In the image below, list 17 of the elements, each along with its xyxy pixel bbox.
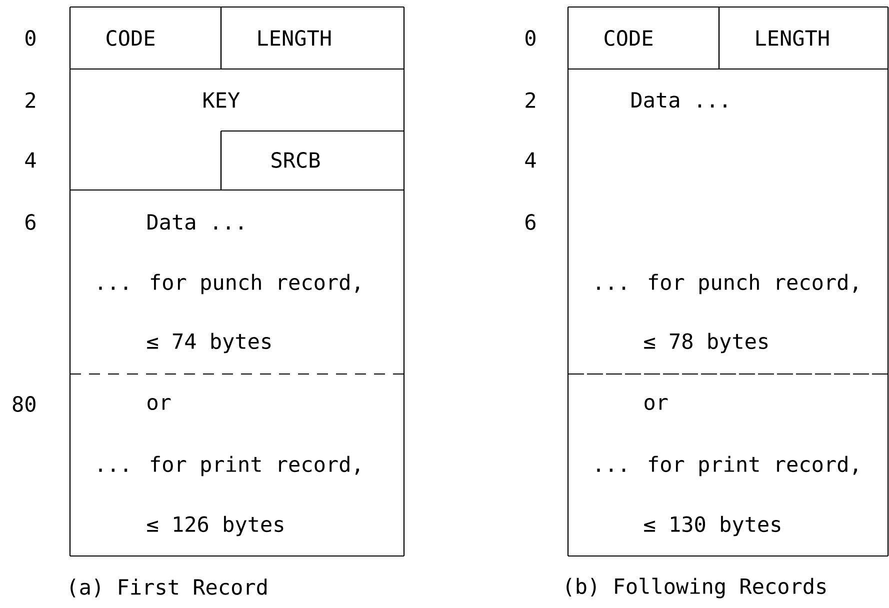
offset-number: 2 bbox=[526, 92, 536, 108]
offset-number: 80 bbox=[12, 396, 36, 412]
table-cell: or ... for print record, ≤ 130 bytes bbox=[567, 373, 889, 557]
offset-number: 4 bbox=[525, 152, 536, 168]
offset-number: 6 bbox=[26, 214, 36, 230]
offset-number: 2 bbox=[26, 92, 35, 108]
figure-caption: (b) Following Records bbox=[566, 578, 826, 598]
offset-number: 0 bbox=[26, 30, 36, 46]
offset-number: 6 bbox=[526, 214, 536, 230]
table-cell: CODE bbox=[69, 6, 222, 70]
table-cell: or ... for print record, ≤ 126 bytes bbox=[69, 373, 405, 557]
offset-number: 0 bbox=[526, 30, 536, 46]
figure-caption: (a) First Record bbox=[70, 578, 266, 598]
table-cell: CODE bbox=[567, 6, 720, 70]
table-cell: LENGTH bbox=[220, 6, 405, 70]
offset-number: 4 bbox=[25, 152, 36, 168]
table-cell: LENGTH bbox=[718, 6, 889, 70]
